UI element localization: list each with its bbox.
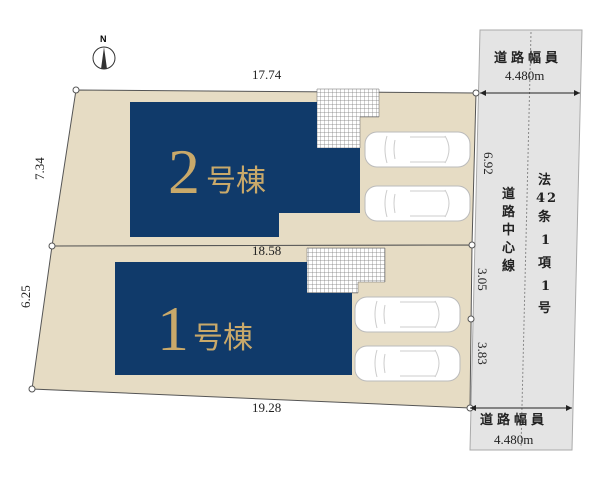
char: 路 bbox=[502, 204, 516, 220]
corner-markers bbox=[28, 86, 480, 412]
compass-label: N bbox=[100, 34, 107, 44]
char: 条 bbox=[538, 209, 552, 225]
char: 法 bbox=[538, 172, 551, 188]
dim-bottom: 19.28 bbox=[252, 400, 281, 415]
dim-left-upper: 7.34 bbox=[32, 157, 47, 180]
char: 4 bbox=[536, 191, 545, 206]
car-icon bbox=[354, 296, 461, 333]
car-icon bbox=[354, 345, 461, 382]
dim-middle: 18.58 bbox=[252, 243, 281, 258]
char: 号 bbox=[538, 301, 551, 316]
char: 1 bbox=[541, 279, 550, 294]
building-2-suffix: 号棟 bbox=[206, 164, 266, 199]
char: 道 bbox=[502, 186, 515, 202]
road-width-label-bottom: 道路幅員 bbox=[480, 412, 548, 428]
char: 2 bbox=[547, 191, 556, 206]
building-2-number: 2 bbox=[168, 136, 200, 207]
dim-top: 17.74 bbox=[252, 67, 282, 82]
char: 1 bbox=[541, 233, 550, 248]
road-width-label-top: 道路幅員 bbox=[494, 50, 562, 66]
building-1 bbox=[115, 262, 352, 375]
building-1-number: 1 bbox=[157, 293, 189, 364]
road-width-value-bottom: 4.480m bbox=[494, 432, 533, 447]
dim-right-lower: 3.83 bbox=[475, 342, 490, 365]
char: 項 bbox=[538, 256, 552, 271]
building-2 bbox=[130, 102, 360, 237]
road-width-value-top: 4.480m bbox=[505, 68, 544, 83]
dim-right-mid: 3.05 bbox=[475, 268, 490, 291]
char: 中 bbox=[502, 222, 515, 238]
char: 線 bbox=[502, 258, 516, 274]
road-center-line-label: 道 路 中 心 線 bbox=[502, 186, 516, 274]
char: 心 bbox=[502, 241, 515, 256]
law-article-label: 法 4 2 条 1 項 1 号 bbox=[536, 172, 556, 316]
north-compass-icon: N bbox=[92, 34, 116, 70]
car-icon bbox=[364, 185, 471, 222]
dim-right-upper: 6.92 bbox=[481, 152, 496, 175]
road-center-line bbox=[520, 31, 532, 449]
car-icon bbox=[364, 131, 471, 168]
dim-left-lower: 6.25 bbox=[18, 285, 33, 308]
building-1-suffix: 号棟 bbox=[193, 321, 253, 356]
